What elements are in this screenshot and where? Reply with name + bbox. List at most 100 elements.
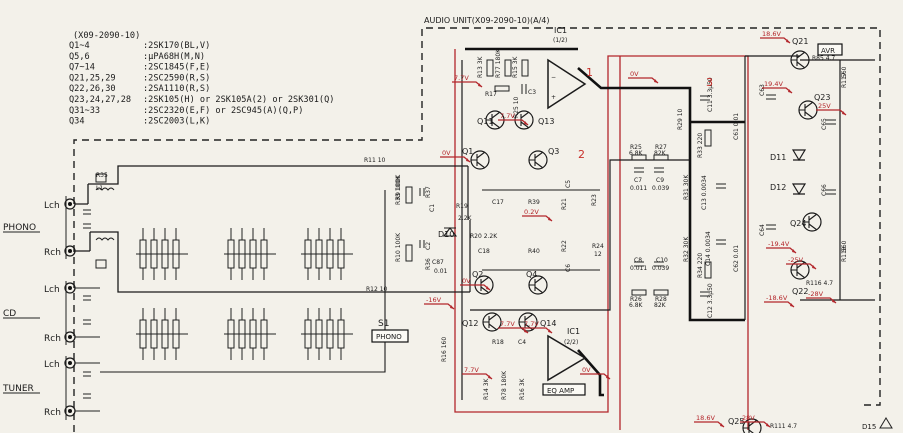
jack-phono-lch-pin: [68, 202, 72, 206]
voltage-arrow: [790, 303, 794, 307]
parts-value: :2SC2003(L,K): [143, 117, 210, 127]
voltage-marker-v16: -25V: [786, 256, 817, 270]
voltage-arrow: [478, 83, 482, 87]
cap-rails: [482, 189, 600, 271]
component-label-c62: C62 0.01: [733, 245, 740, 272]
component-label-c5: C5: [565, 180, 572, 188]
voltage-arrow: [486, 286, 490, 290]
voltage-value: -28V: [808, 290, 824, 298]
component-label-r85: R85 4.7: [812, 55, 835, 62]
switch-common-bus: [100, 190, 386, 373]
component-label-r78: R78 180K: [501, 370, 508, 400]
transistor-q3: Q3: [528, 147, 559, 170]
voltage-marker-v15: -19.4V: [766, 240, 797, 254]
r35-label: R35: [96, 172, 108, 179]
d11-glyph: [791, 149, 807, 162]
component-label-c14: C14 0.0034: [705, 231, 712, 266]
component-label-c87: C87: [432, 259, 444, 266]
parts-value: :2SC2590(R,S): [143, 73, 210, 83]
voltage-leader: [424, 303, 455, 310]
voltage-arrow: [842, 111, 846, 115]
transistor-q12: Q12: [462, 312, 502, 332]
voltage-value: 0V: [582, 366, 591, 374]
component-label-c87v: 0.01: [434, 268, 448, 275]
r15-glyph: [521, 59, 529, 77]
ic1a-sub: (1/2): [553, 37, 567, 44]
voltage-marker-v5: 0.2V: [522, 208, 553, 222]
component-label-c66: C66: [821, 184, 828, 196]
ic1b-ref: IC1: [567, 327, 580, 336]
component-label-r32: R32 30K: [683, 236, 690, 262]
component-label-r16b: R16 3K: [519, 377, 526, 400]
transistor-q21: Q21: [790, 37, 810, 70]
component-label-c7: C7: [634, 177, 642, 184]
component-label-r27: R27: [655, 144, 667, 151]
r25-glyph: [631, 154, 647, 161]
voltage-leader: [498, 327, 529, 334]
component-label-r77: R77 180K: [495, 48, 502, 78]
component-label-r11: R11 10: [364, 157, 386, 164]
component-label-r26v: 6.8K: [629, 302, 644, 309]
component-label-r12: R12 10: [366, 286, 388, 293]
voltage-arrow: [788, 89, 792, 93]
switch-section: [224, 228, 276, 280]
avr-caps: [766, 94, 836, 230]
voltage-arrow: [524, 329, 528, 333]
component-label-r14: R14 3K: [483, 377, 490, 400]
component-label-c12: C12 3.3μ50: [707, 283, 714, 318]
voltage-marker-v1: 7.7V: [452, 74, 483, 88]
c3-glyph: [521, 84, 527, 94]
transistor-label: Q13: [538, 117, 554, 126]
voltage-marker-v18: -28V: [806, 290, 837, 304]
phono-l-wire: [75, 165, 468, 205]
ic1b-output-line: [577, 349, 604, 397]
voltage-leader: [628, 77, 659, 84]
component-label-r20: R20 2.2K: [470, 233, 498, 240]
voltage-value: 18.6V: [696, 414, 715, 422]
component-label-r17: R17: [485, 91, 497, 98]
switch-section: [301, 228, 353, 280]
label-cd-rch: Rch: [44, 334, 61, 344]
ic1-amp-b: IC1 (2/2) EQ AMP: [542, 327, 587, 396]
d15-label: D15: [862, 423, 876, 431]
r34-glyph: [704, 261, 712, 279]
transistor-label: Q2: [472, 270, 483, 279]
voltage-leader: [462, 373, 493, 380]
transistor-leads: [486, 111, 501, 129]
label-cd-lch: Lch: [44, 285, 60, 295]
d12-glyph: [791, 183, 807, 196]
voltage-leader: [816, 109, 847, 116]
component-label-c9: C9: [656, 177, 664, 184]
component-label-r19: R19: [456, 203, 468, 210]
component-label-r21: R21: [561, 198, 568, 210]
voltage-value: -25V: [788, 256, 804, 264]
parts-ref: Q21,25,29: [69, 73, 116, 83]
transistor-label: Q25: [728, 417, 744, 426]
input-caps: [83, 209, 91, 399]
transistor-leads: [519, 313, 534, 331]
component-label-r16: R16 160: [441, 337, 448, 362]
component-label-r24v: 12: [594, 251, 602, 258]
parts-ref: Q23,24,27,28: [69, 95, 131, 105]
voltage-arrow: [786, 39, 790, 43]
avr-box: [817, 43, 843, 56]
label-phono-lch: Lch: [44, 201, 60, 211]
transistor-q25: Q25: [728, 417, 762, 433]
switch-section: [136, 308, 188, 360]
diode-label-d11: D11: [770, 153, 786, 162]
component-label-r111: R111 4.7: [770, 423, 797, 430]
r28-glyph: [653, 289, 669, 296]
component-label-r25v: 6.8K: [629, 150, 644, 157]
voltage-value: -18.6V: [766, 294, 788, 302]
d10-glyph: [442, 227, 458, 237]
parts-ref: Q31~33: [69, 106, 100, 116]
label-tuner-rch: Rch: [44, 408, 61, 418]
group-brackets: [3, 231, 40, 394]
c11-glyph: [700, 95, 710, 101]
component-label-c18: C18: [478, 248, 490, 255]
c8-c10-glyph: [634, 261, 664, 267]
component-label-r22: R22: [561, 240, 568, 252]
jack-tuner-rch-pin: [68, 409, 72, 413]
component-label-r25b: R25: [630, 144, 642, 151]
